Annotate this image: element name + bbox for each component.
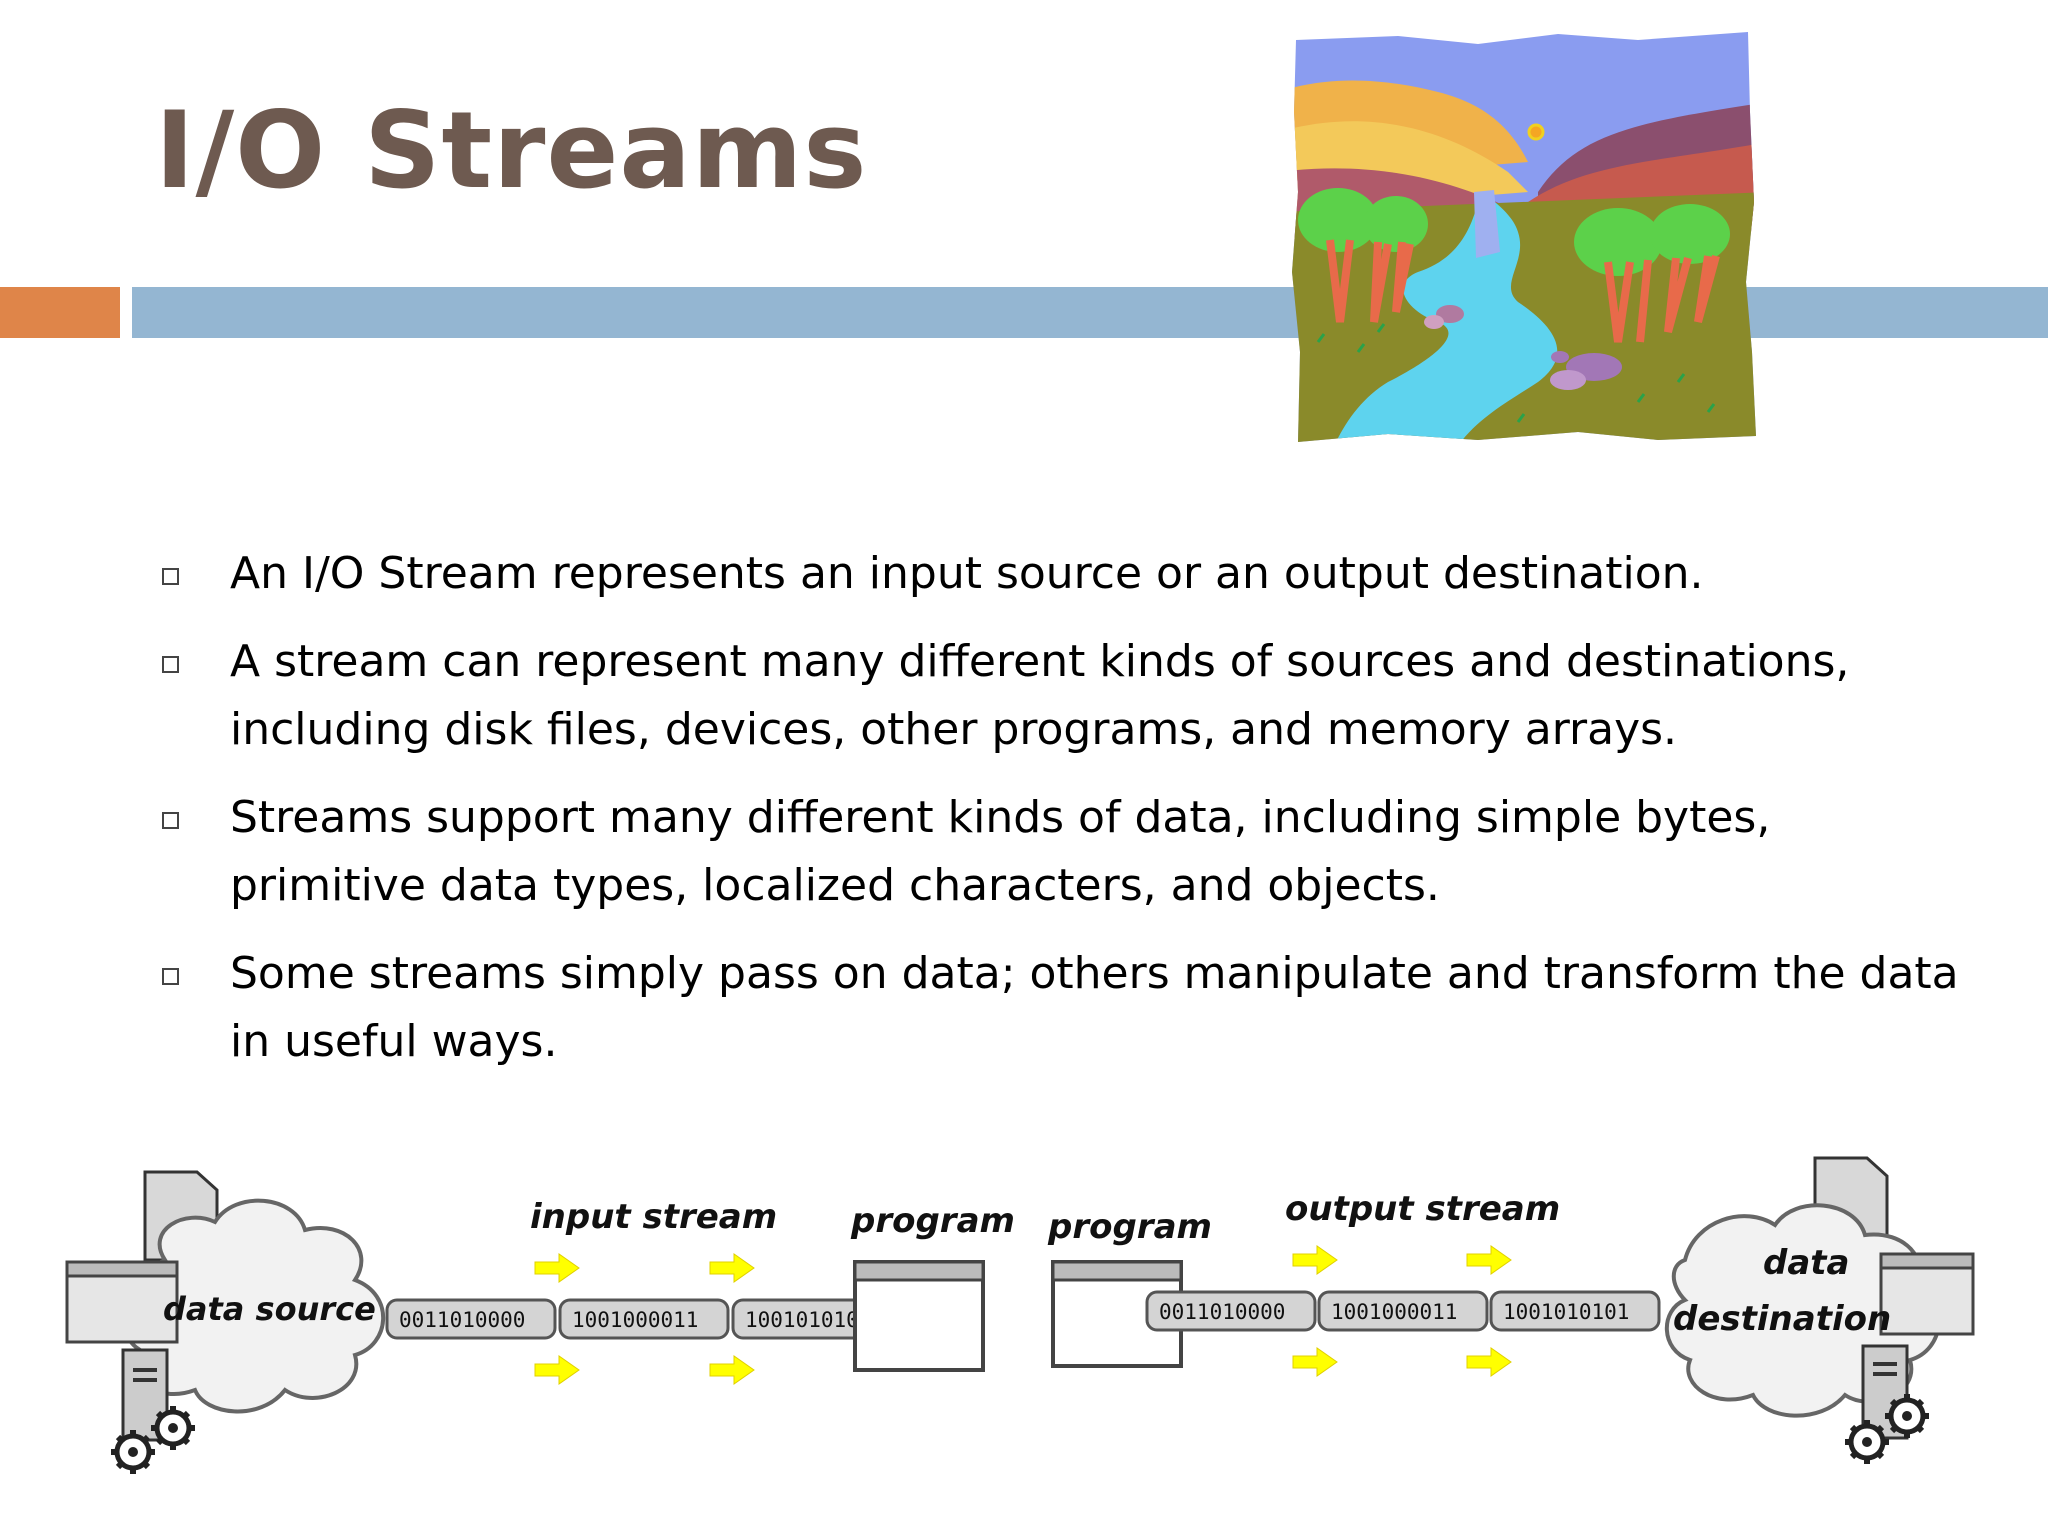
output-bit-chunk: 1001010101 — [1489, 1290, 1661, 1332]
output-bits-text: 1001010101 — [1503, 1300, 1629, 1324]
data-destination-group: data destination — [1664, 1156, 1975, 1464]
input-bit-chunk: 0011010000 — [385, 1298, 557, 1340]
bullet-text: A stream can represent many different ki… — [230, 636, 1850, 755]
input-bits-text: 1001010101 — [745, 1308, 871, 1332]
input-bit-chunk: 1001000011 — [558, 1298, 730, 1340]
bullet-item: Some streams simply pass on data; others… — [150, 940, 1970, 1076]
output-bits-text: 0011010000 — [1159, 1300, 1285, 1324]
output-bit-chunk: 0011010000 — [1145, 1290, 1317, 1332]
arrow-right-icon — [534, 1253, 580, 1283]
bullet-item: A stream can represent many different ki… — [150, 628, 1970, 764]
accent-bar-orange — [0, 287, 120, 338]
landscape-clipart — [1292, 32, 1756, 442]
io-stream-diagram: data source 0011010000 1001000011 100101… — [65, 1156, 1975, 1490]
bullet-item: Streams support many different kinds of … — [150, 784, 1970, 920]
arrow-right-icon — [1466, 1245, 1512, 1275]
input-stream-label: input stream — [530, 1197, 777, 1237]
square-bullet-icon — [162, 568, 179, 585]
bullet-list: An I/O Stream represents an input source… — [150, 540, 1970, 1096]
arrow-right-icon — [534, 1355, 580, 1385]
output-bits-text: 1001000011 — [1331, 1300, 1457, 1324]
arrow-right-icon — [1466, 1347, 1512, 1377]
bullet-text: An I/O Stream represents an input source… — [230, 548, 1704, 599]
program-label: program — [1047, 1207, 1212, 1247]
slide-title: I/O Streams — [155, 89, 868, 212]
arrow-right-icon — [709, 1253, 755, 1283]
input-bits-text: 1001000011 — [572, 1308, 698, 1332]
input-bits-text: 0011010000 — [399, 1308, 525, 1332]
bullet-text: Some streams simply pass on data; others… — [230, 948, 1959, 1067]
window-icon — [1879, 1252, 1975, 1336]
window-icon — [65, 1260, 179, 1344]
bullet-text: Streams support many different kinds of … — [230, 792, 1771, 911]
program-window-icon — [853, 1260, 985, 1372]
square-bullet-icon — [162, 968, 179, 985]
bullet-item: An I/O Stream represents an input source… — [150, 540, 1970, 608]
square-bullet-icon — [162, 812, 179, 829]
output-stream-label: output stream — [1285, 1189, 1560, 1229]
data-source-label: data source — [163, 1290, 376, 1328]
arrow-right-icon — [1292, 1347, 1338, 1377]
data-source-group: data source — [65, 1170, 386, 1474]
arrow-right-icon — [1292, 1245, 1338, 1275]
data-destination-label-line1: data — [1763, 1243, 1849, 1283]
program-label: program — [850, 1201, 1015, 1241]
data-destination-label-line2: destination — [1673, 1299, 1891, 1339]
arrow-right-icon — [709, 1355, 755, 1385]
square-bullet-icon — [162, 656, 179, 673]
output-bit-chunk: 1001000011 — [1317, 1290, 1489, 1332]
